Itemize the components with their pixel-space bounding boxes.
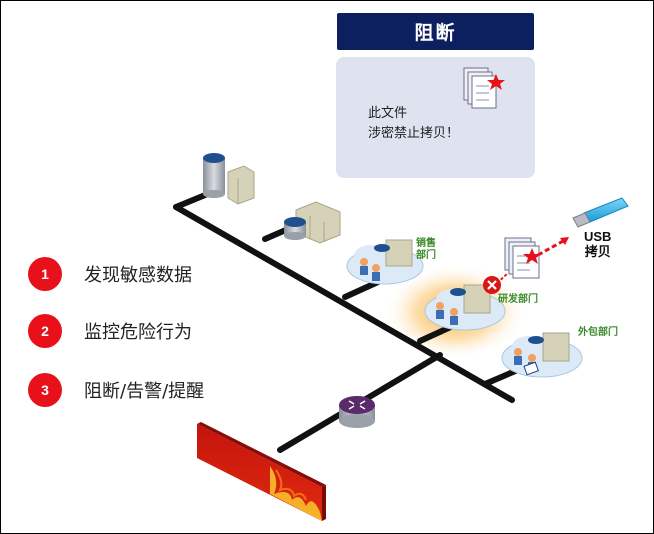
block-message: 此文件 涉密禁止拷贝！ [368, 104, 459, 144]
usb-copy-label: USB 拷贝 [584, 229, 611, 259]
legend-label: 发现敏感数据 [84, 265, 192, 286]
usb-label-line-1: USB [584, 229, 612, 244]
confidential-document-icon [463, 67, 505, 109]
legend-label: 阻断/告警/提醒 [84, 381, 205, 402]
router-icon [339, 396, 375, 428]
block-panel-title: 阻断 [337, 13, 534, 50]
legend-item-1: 1 发现敏感数据 [28, 257, 192, 291]
sales-label-line-2: 部门 [416, 250, 436, 261]
confidential-star-icon [523, 248, 541, 264]
legend-label: 监控危险行为 [84, 322, 192, 343]
outsource-department-label: 外包部门 [578, 327, 618, 338]
sales-label-line-1: 销售 [416, 238, 436, 249]
usb-label-line-2: 拷贝 [584, 244, 611, 259]
outsource-department-cloud [501, 332, 583, 378]
block-message-panel: 此文件 涉密禁止拷贝！ [336, 57, 535, 178]
database-server-icon [203, 153, 255, 205]
legend-item-2: 2 监控危险行为 [28, 314, 192, 348]
copy-arrow [537, 238, 566, 257]
step-badge: 2 [28, 314, 62, 348]
rnd-department-label: 研发部门 [498, 294, 538, 305]
sales-department-label: 销售 部门 [416, 238, 436, 262]
block-x-icon [483, 276, 501, 294]
file-server-icon [284, 201, 341, 244]
message-line-1: 此文件 [368, 106, 408, 121]
sales-department-cloud [346, 239, 424, 285]
step-badge: 1 [28, 257, 62, 291]
rnd-department-cloud [424, 284, 506, 331]
legend-item-3: 3 阻断/告警/提醒 [28, 373, 204, 407]
message-line-2: 涉密禁止拷贝！ [368, 126, 460, 141]
firewall-icon [197, 422, 326, 521]
step-badge: 3 [28, 373, 62, 407]
usb-drive-icon [572, 197, 629, 228]
